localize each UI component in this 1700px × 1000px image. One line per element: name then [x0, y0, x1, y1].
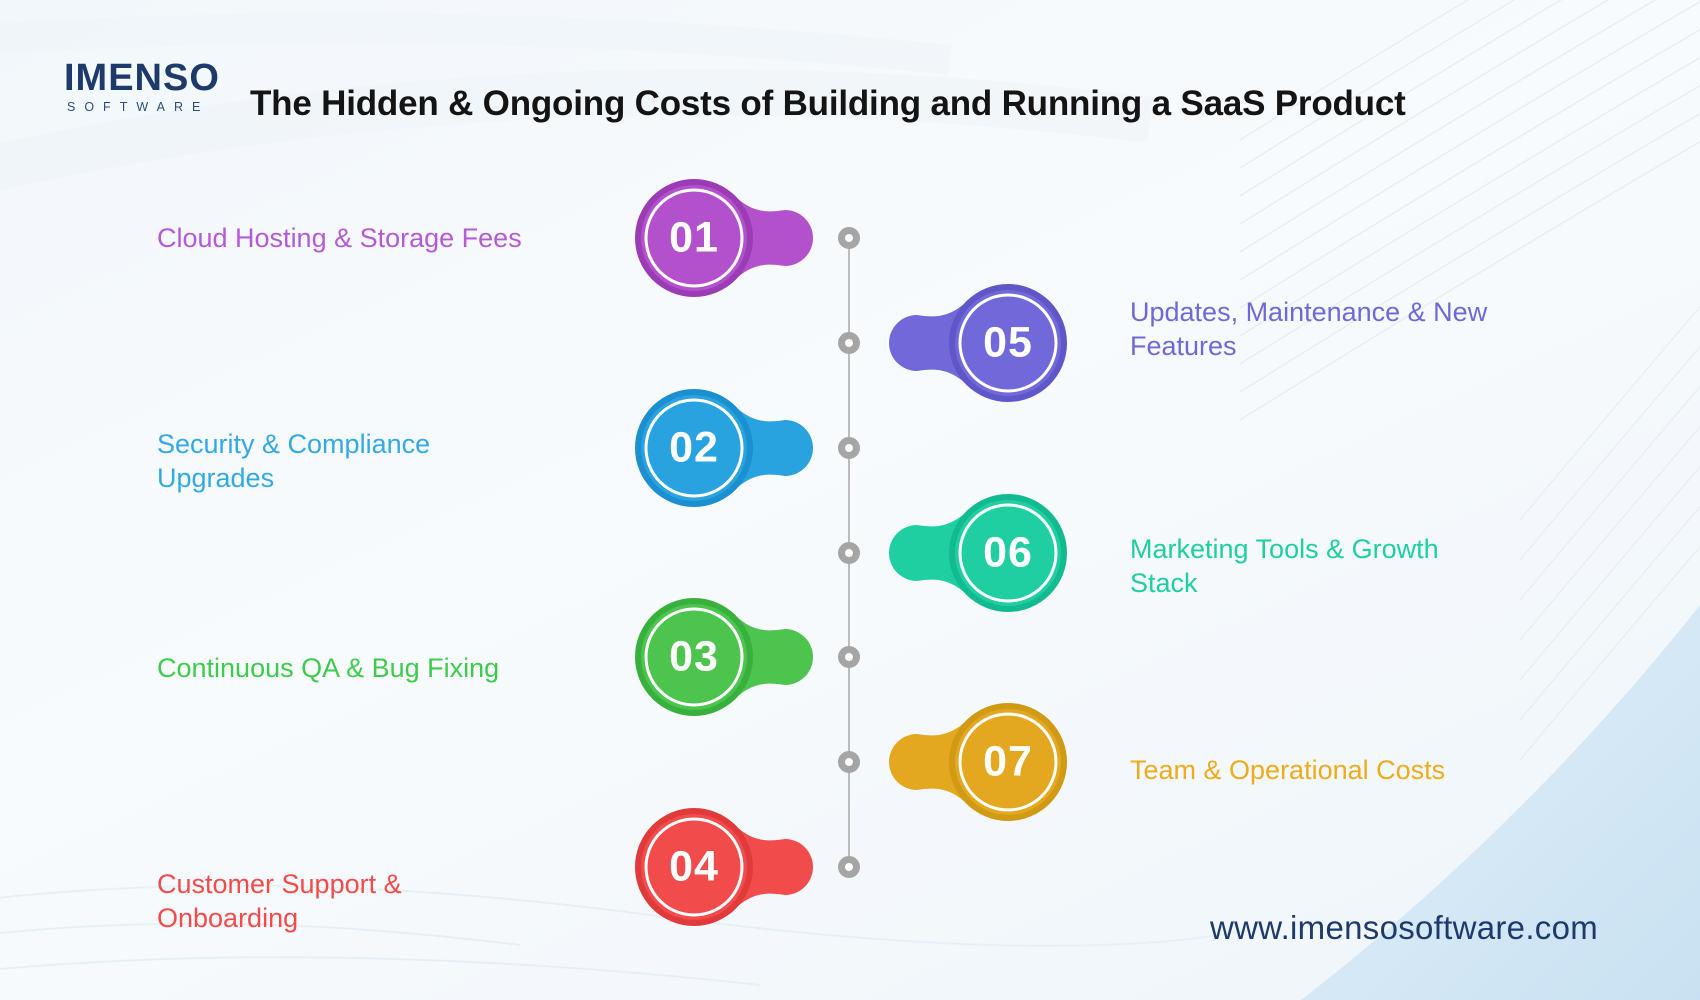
- badge-shape-icon: [635, 598, 813, 716]
- item-label: Security & Compliance Upgrades: [157, 429, 431, 493]
- item-badge: 04: [628, 801, 818, 933]
- badge-number: 06: [983, 528, 1033, 577]
- badge-number: 05: [983, 318, 1033, 367]
- timeline-node: [838, 751, 860, 773]
- item-label: Customer Support & Onboarding: [157, 869, 402, 933]
- item-badge: 05: [884, 277, 1074, 409]
- brand-name: IMENSO: [64, 57, 220, 99]
- badge-shape-icon: [635, 389, 813, 507]
- item-badge: 03: [628, 591, 818, 723]
- timeline-node: [838, 542, 860, 564]
- timeline-item-02: Security & Compliance Upgrades 02: [0, 382, 1700, 514]
- timeline-node: [838, 437, 860, 459]
- badge-shape-icon: [889, 284, 1067, 402]
- item-label: Team & Operational Costs: [1130, 755, 1446, 785]
- badge-number: 07: [983, 737, 1033, 786]
- badge-number: 04: [669, 842, 719, 891]
- badge-shape-icon: [635, 179, 813, 297]
- timeline-item-03: Continuous QA & Bug Fixing 03: [0, 591, 1700, 723]
- item-badge: 01: [628, 172, 818, 304]
- timeline-node: [838, 646, 860, 668]
- timeline-item-05: Updates, Maintenance & New Features 05: [0, 277, 1700, 409]
- badge-shape-icon: [889, 494, 1067, 612]
- brand-tagline: SOFTWARE: [67, 100, 210, 114]
- timeline-item-01: Cloud Hosting & Storage Fees 01: [0, 172, 1700, 304]
- item-badge: 02: [628, 382, 818, 514]
- item-label: Marketing Tools & Growth Stack: [1130, 534, 1439, 598]
- timeline-item-07: Team & Operational Costs 07: [0, 696, 1700, 828]
- timeline-item-06: Marketing Tools & Growth Stack 06: [0, 487, 1700, 619]
- brand-logo: IMENSO SOFTWARE: [64, 58, 244, 114]
- item-badge: 07: [884, 696, 1074, 828]
- badge-number: 01: [669, 213, 719, 262]
- website-url: www.imensosoftware.com: [1210, 909, 1599, 946]
- badge-shape-icon: [635, 808, 813, 926]
- timeline-node: [838, 856, 860, 878]
- timeline-node: [838, 227, 860, 249]
- timeline-item-04: Customer Support & Onboarding 04: [0, 801, 1700, 933]
- page-title: The Hidden & Ongoing Costs of Building a…: [250, 84, 1406, 123]
- item-label: Updates, Maintenance & New Features: [1130, 297, 1488, 361]
- item-label: Cloud Hosting & Storage Fees: [157, 223, 522, 253]
- timeline-node: [838, 332, 860, 354]
- item-badge: 06: [884, 487, 1074, 619]
- badge-number: 02: [669, 423, 719, 472]
- item-label: Continuous QA & Bug Fixing: [157, 653, 500, 683]
- badge-number: 03: [669, 632, 719, 681]
- badge-shape-icon: [889, 703, 1067, 821]
